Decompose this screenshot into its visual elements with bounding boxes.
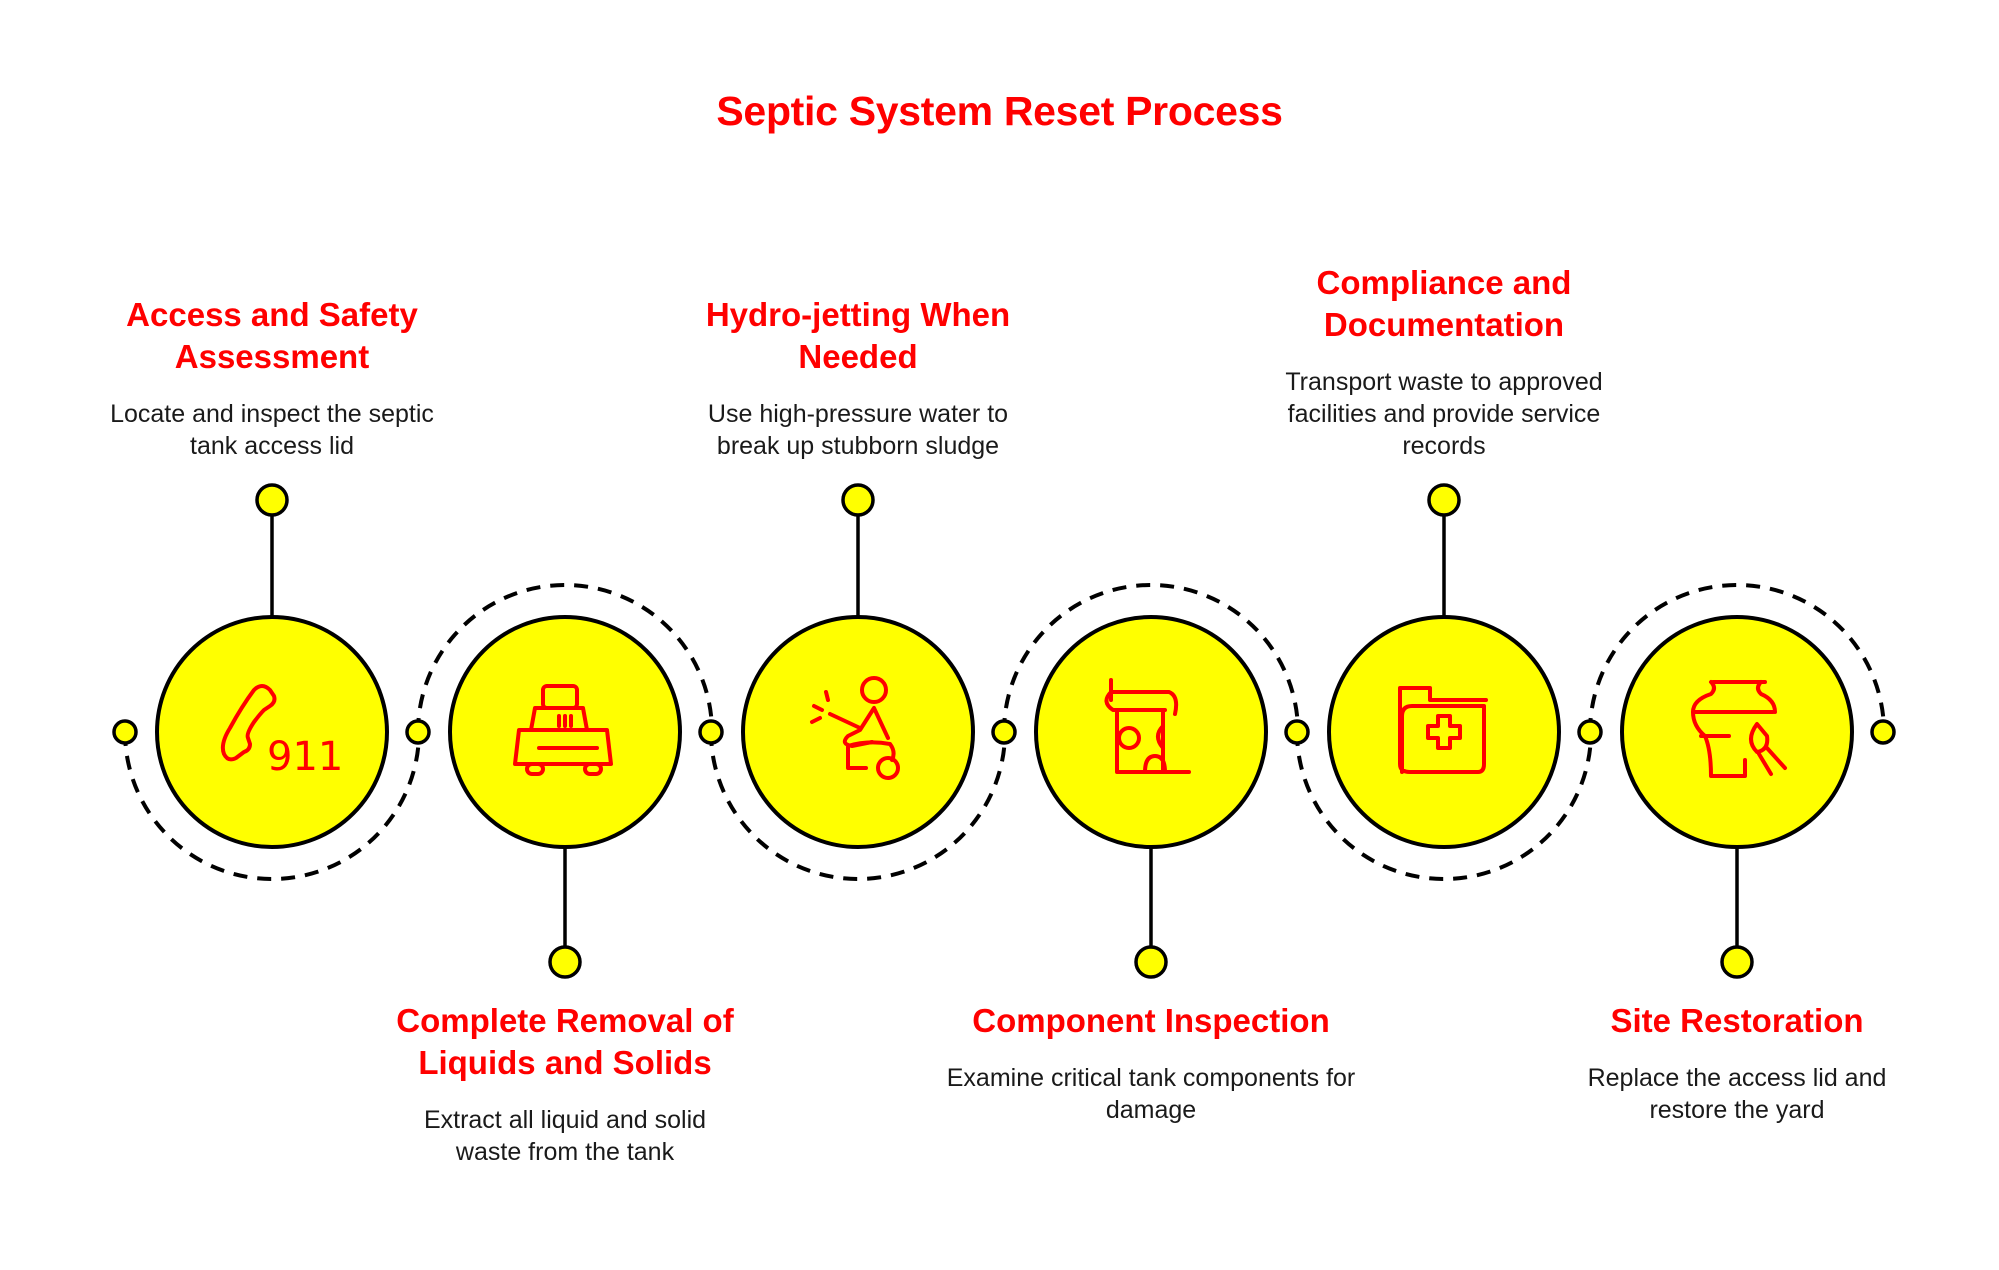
step-circle <box>1034 615 1268 849</box>
pump-truck-icon <box>513 684 613 776</box>
paint-brush <box>1749 722 1787 776</box>
step-description: Locate and inspect the septic tank acces… <box>110 400 434 460</box>
water-spray <box>810 690 830 724</box>
step-title: Hydro-jetting When Needed <box>705 296 1011 375</box>
phone-911-label: 911 <box>267 734 343 780</box>
vase-brush-icon <box>1691 680 1787 778</box>
step-description: Examine critical tank components for dam… <box>946 1064 1356 1124</box>
step-circle <box>155 615 389 849</box>
connector-dot <box>405 719 431 745</box>
step-title: Access and Safety Assessment <box>126 296 418 375</box>
step-3 <box>709 483 1007 881</box>
vase-neck-right <box>1756 680 1777 714</box>
washer-wheel <box>876 756 900 780</box>
step-title: Compliance and Documentation <box>1316 264 1572 343</box>
damaged-tank-icon <box>1104 678 1191 774</box>
dashed-connector-arc <box>709 731 1007 881</box>
tank-hole-2 <box>1156 724 1165 750</box>
tank-hole-1 <box>1117 726 1141 750</box>
step-6 <box>1588 583 1886 979</box>
connector-dot <box>698 719 724 745</box>
diagram-title: Septic System Reset Process <box>716 88 1283 134</box>
worker-head <box>860 676 888 704</box>
dashed-connector-arc <box>1588 583 1886 733</box>
vase-lines <box>1691 710 1775 738</box>
stem-end-dot <box>1427 483 1461 517</box>
connector-dot <box>1284 719 1310 745</box>
step-description: Replace the access lid and restore the y… <box>1587 1064 1887 1124</box>
step-description: Transport waste to approved facilities a… <box>1285 368 1603 460</box>
medical-folder-icon <box>1398 686 1488 774</box>
connector-dot <box>1577 719 1603 745</box>
truck-wheel-left <box>525 762 545 776</box>
truck-wheel-right <box>583 762 603 776</box>
step-4 <box>1002 583 1300 979</box>
step-title: Site Restoration <box>1610 1002 1864 1039</box>
connector-dot <box>991 719 1017 745</box>
pressure-washer-worker-icon <box>810 676 900 780</box>
step-circle <box>1327 615 1561 849</box>
tank-scroll <box>1104 678 1191 774</box>
step-2 <box>416 583 714 979</box>
step-1: 911 <box>123 483 421 881</box>
step-circle <box>1620 615 1854 849</box>
connector-dot <box>1870 719 1896 745</box>
phone-icon <box>220 684 277 762</box>
stem-end-dot <box>255 483 289 517</box>
medical-cross <box>1426 714 1462 750</box>
step-title: Complete Removal of Liquids and Solids <box>396 1002 734 1081</box>
tank-hole-3 <box>1143 754 1167 774</box>
stem-end-dot <box>1720 945 1754 979</box>
truck-vent <box>557 714 573 728</box>
dashed-connector-arc <box>416 583 714 733</box>
phone-911-icon: 911 <box>220 684 343 780</box>
step-description: Use high-pressure water to break up stub… <box>707 400 1009 460</box>
stem-end-dot <box>548 945 582 979</box>
dashed-connector-arc <box>1295 731 1593 881</box>
washer-frame <box>846 740 896 770</box>
step-5 <box>1295 483 1593 881</box>
dashed-connector-arc <box>1002 583 1300 733</box>
stem-end-dot <box>1134 945 1168 979</box>
dashed-connector-arc <box>123 731 421 881</box>
step-title: Component Inspection <box>972 1002 1330 1039</box>
step-description: Extract all liquid and solid waste from … <box>423 1106 707 1166</box>
truck-body <box>513 728 613 766</box>
connector-dot <box>112 719 138 745</box>
folder-outline <box>1398 686 1488 774</box>
stem-end-dot <box>841 483 875 517</box>
